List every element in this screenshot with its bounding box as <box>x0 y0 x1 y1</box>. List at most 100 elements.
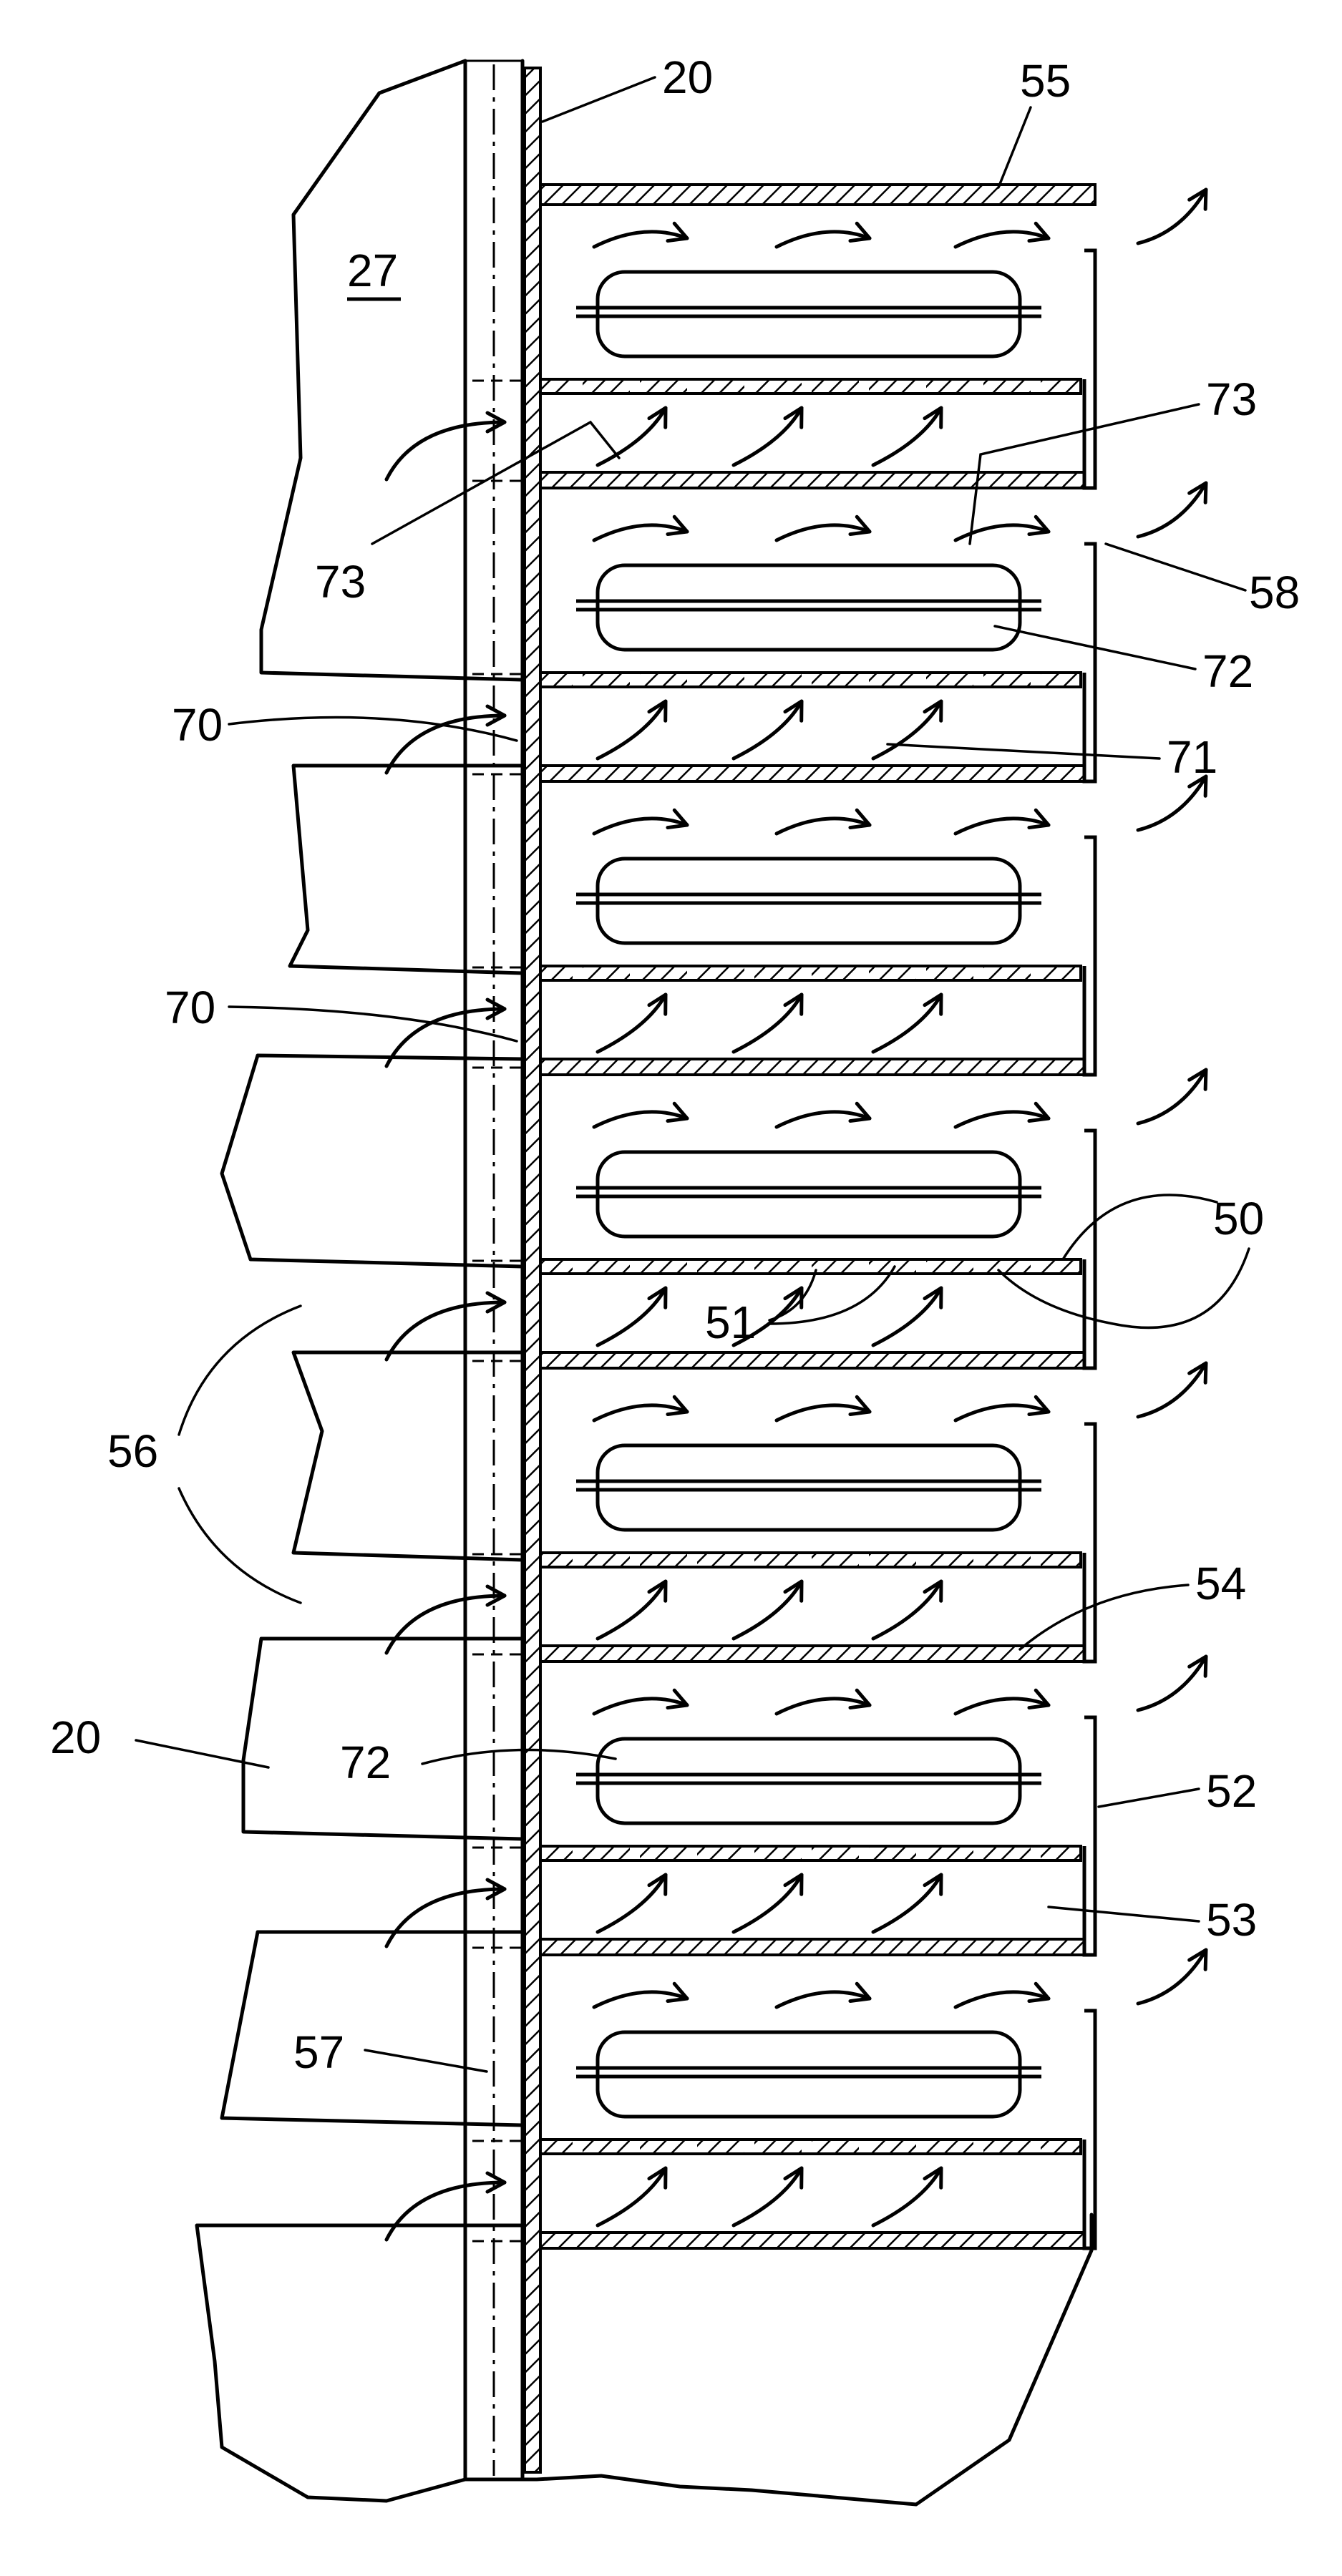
plate-opening <box>630 1554 640 1566</box>
plate-opening <box>687 967 697 979</box>
plate-opening <box>573 674 583 686</box>
wall-outline <box>197 61 1091 2504</box>
label-58: 58 <box>1249 567 1300 618</box>
plate-opening <box>687 1261 697 1272</box>
plate-opening <box>687 1554 697 1566</box>
label-57: 57 <box>293 2026 344 2078</box>
product-pan <box>598 1739 1020 1823</box>
plate-opening <box>573 967 583 979</box>
label-70-b: 70 <box>165 982 215 1033</box>
label-72-right: 72 <box>1202 645 1253 697</box>
plate-opening <box>973 381 983 392</box>
leader-56-upper <box>179 1306 301 1435</box>
plate-opening <box>1031 674 1041 686</box>
plate-opening <box>802 1848 812 1859</box>
plate-opening <box>687 2141 697 2152</box>
plate-opening <box>573 381 583 392</box>
plate-opening <box>744 381 754 392</box>
chamber-end-wall <box>1084 2011 1095 2248</box>
plate-opening <box>1031 381 1041 392</box>
plate-opening <box>744 1554 754 1566</box>
plate-opening <box>573 1848 583 1859</box>
hatched-wall <box>525 68 540 2472</box>
chamber-end-wall <box>1084 1131 1095 1368</box>
plate-opening <box>744 1848 754 1859</box>
plate-opening <box>630 674 640 686</box>
shelf-floor <box>540 2233 1084 2248</box>
plate-opening <box>973 2141 983 2152</box>
leader-72-left <box>422 1750 616 1764</box>
plate-opening <box>973 674 983 686</box>
leader-50-upper <box>1063 1195 1217 1259</box>
plate-opening <box>573 2141 583 2152</box>
plate-opening <box>630 1848 640 1859</box>
chamber-end-wall <box>1084 1424 1095 1662</box>
plate-opening <box>630 1261 640 1272</box>
leader-53 <box>1049 1907 1199 1921</box>
chamber-end-wall <box>1084 1717 1095 1955</box>
leader-20-top <box>543 77 655 122</box>
shelf-floor <box>540 1939 1084 1955</box>
product-pan <box>598 859 1020 943</box>
shelf-floor <box>540 472 1084 488</box>
plate-opening <box>973 1848 983 1859</box>
label-55: 55 <box>1020 55 1071 107</box>
plate-opening <box>802 1261 812 1272</box>
plate-opening <box>802 967 812 979</box>
shelf-floor <box>540 766 1084 781</box>
leader-55 <box>998 107 1031 187</box>
plate-opening <box>916 1261 926 1272</box>
label-27: 27 <box>347 245 398 296</box>
plate-opening <box>973 967 983 979</box>
label-51: 51 <box>705 1297 756 1348</box>
plate-opening <box>573 1554 583 1566</box>
plate-opening <box>687 1848 697 1859</box>
product-pan <box>598 565 1020 650</box>
label-52: 52 <box>1206 1765 1257 1817</box>
top-shelf <box>540 185 1095 205</box>
leader-57 <box>365 2050 487 2072</box>
plate-opening <box>973 1261 983 1272</box>
product-pan <box>598 1445 1020 1530</box>
chamber-end-wall <box>1084 837 1095 1075</box>
plate-opening <box>1031 2141 1041 2152</box>
label-20-top: 20 <box>662 52 713 103</box>
plate-opening <box>744 967 754 979</box>
plate-opening <box>859 1554 869 1566</box>
plate-opening <box>1031 1848 1041 1859</box>
product-pan <box>598 1152 1020 1236</box>
label-50: 50 <box>1213 1193 1264 1244</box>
shelf-floor <box>540 1059 1084 1075</box>
chamber-end-wall <box>1084 544 1095 781</box>
label-70-a: 70 <box>172 699 223 751</box>
label-72-left: 72 <box>340 1737 391 1788</box>
leader-52 <box>1099 1789 1199 1807</box>
leader-56-lower <box>179 1488 301 1603</box>
plate-opening <box>859 381 869 392</box>
plate-opening <box>916 2141 926 2152</box>
plate-opening <box>859 1848 869 1859</box>
plate-opening <box>859 1261 869 1272</box>
label-71: 71 <box>1167 731 1217 783</box>
product-pan <box>598 2032 1020 2117</box>
plate-opening <box>859 967 869 979</box>
label-56: 56 <box>107 1425 158 1477</box>
plate-opening <box>1031 1261 1041 1272</box>
plate-opening <box>916 381 926 392</box>
plate-opening <box>802 1554 812 1566</box>
plate-opening <box>802 2141 812 2152</box>
plate-opening <box>744 2141 754 2152</box>
plate-opening <box>916 1848 926 1859</box>
plate-opening <box>802 674 812 686</box>
leader-54 <box>1020 1585 1188 1649</box>
label-73-right: 73 <box>1206 374 1257 425</box>
plate-opening <box>630 2141 640 2152</box>
label-73-left: 73 <box>315 556 366 608</box>
shelf-floor <box>540 1352 1084 1368</box>
plate-opening <box>687 381 697 392</box>
shelf-floor <box>540 1646 1084 1662</box>
plate-opening <box>916 1554 926 1566</box>
product-pan <box>598 272 1020 356</box>
plate-opening <box>1031 1554 1041 1566</box>
